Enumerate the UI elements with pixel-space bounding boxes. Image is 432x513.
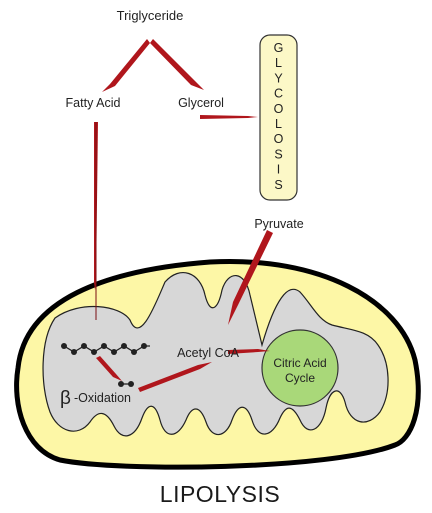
fatty-acid-carbon-dot — [71, 349, 77, 355]
glycolysis-letter: I — [277, 163, 280, 177]
acetyl-unit-dot-1 — [118, 381, 124, 387]
arrow-chain-to-acetyl-unit — [96, 356, 122, 381]
label-triglyceride: Triglyceride — [117, 8, 184, 23]
arrow-acetyl-unit-to-acetyl-coa — [138, 362, 212, 392]
label-beta-oxidation: -Oxidation — [74, 391, 131, 405]
arrow-glycerol-to-glycolysis — [200, 115, 258, 119]
citric-acid-cycle-circle — [261, 329, 339, 407]
fatty-acid-chain-dots — [61, 343, 147, 355]
glycolysis-letter: G — [274, 41, 284, 55]
glycolysis-letter: S — [274, 147, 282, 161]
fatty-acid-carbon-dot — [101, 343, 107, 349]
fatty-acid-carbon-dot — [131, 349, 137, 355]
glycolysis-letter: O — [274, 102, 284, 116]
glycolysis-box — [259, 34, 298, 201]
arrow-pyruvate-to-acetyl — [228, 230, 273, 325]
glycolysis-letter: L — [275, 117, 282, 131]
glycolysis-letter: O — [274, 132, 284, 146]
label-glycerol: Glycerol — [178, 96, 224, 110]
label-lipolysis-title: LIPOLYSIS — [160, 481, 280, 507]
fatty-acid-carbon-dot — [121, 343, 127, 349]
fatty-acid-carbon-dot — [111, 349, 117, 355]
fatty-acid-carbon-dot — [61, 343, 67, 349]
acetyl-unit-dot-2 — [128, 381, 134, 387]
arrow-triglyceride-to-glycerol — [150, 39, 204, 90]
fatty-acid-chain-line — [63, 345, 150, 353]
fatty-acid-carbon-dot — [91, 349, 97, 355]
glycolysis-letter: C — [274, 87, 283, 101]
arrows — [94, 39, 273, 392]
label-citric-acid-line2: Cycle — [285, 371, 315, 385]
label-beta-symbol: β — [60, 388, 71, 409]
arrow-triglyceride-to-fatty-acid — [102, 39, 150, 92]
glycolysis-letter: S — [274, 178, 282, 192]
label-acetyl-coa: Acetyl CoA — [177, 346, 239, 360]
label-pyruvate: Pyruvate — [254, 217, 303, 231]
glycolysis-letter: L — [275, 56, 282, 70]
fatty-acid-carbon-dot — [81, 343, 87, 349]
fatty-acid-carbon-dot — [141, 343, 147, 349]
arrow-acetyl-to-citric — [228, 349, 270, 354]
glycolysis-letter: Y — [274, 71, 283, 85]
label-citric-acid-line1: Citric Acid — [273, 356, 326, 370]
label-fatty-acid: Fatty Acid — [66, 96, 121, 110]
